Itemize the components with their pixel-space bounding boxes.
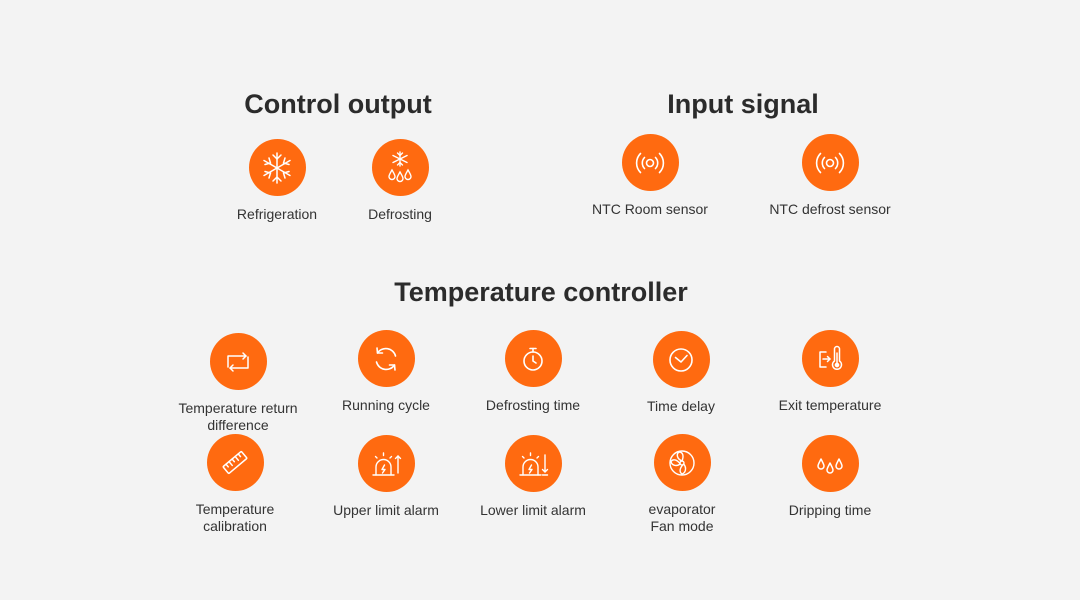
feature-label: Dripping time (788, 502, 872, 518)
defrost-icon (371, 139, 429, 196)
droplets-icon (801, 435, 859, 492)
feature-ntc-room-sensor: NTC Room sensor (575, 134, 725, 218)
feature-defrosting: Defrosting (325, 139, 475, 223)
feature-label: Exit temperature (778, 397, 882, 413)
input-signal-heading: Input signal (667, 89, 819, 119)
feature-exit-temperature: Exit temperature (755, 330, 905, 414)
stopwatch-icon (504, 330, 562, 387)
snowflake-icon (248, 139, 306, 196)
feature-label: NTC Room sensor (592, 201, 708, 217)
feature-label: Defrosting time (485, 397, 581, 413)
feature-dripping-time: Dripping time (755, 435, 905, 519)
feature-label: Temperature calibration (195, 501, 275, 534)
feature-temperature-calibration: Temperature calibration (160, 434, 310, 535)
feature-label: Running cycle (342, 397, 430, 413)
exit-thermometer-icon (801, 330, 859, 387)
sensor-signal-icon (621, 134, 679, 191)
feature-lower-limit-alarm: Lower limit alarm (458, 435, 608, 519)
feature-label: Time delay (647, 398, 715, 414)
feature-ntc-defrost-sensor: NTC defrost sensor (755, 134, 905, 218)
temperature-controller-heading: Temperature controller (394, 277, 688, 307)
sensor-signal-icon (801, 134, 859, 191)
return-difference-icon (209, 333, 267, 390)
feature-time-delay: Time delay (606, 331, 756, 415)
feature-upper-limit-alarm: Upper limit alarm (311, 435, 461, 519)
feature-label: Refrigeration (236, 206, 318, 222)
clock-icon (652, 331, 710, 388)
feature-label: Lower limit alarm (480, 502, 586, 518)
control-output-heading: Control output (244, 89, 432, 119)
feature-label: Upper limit alarm (333, 502, 439, 518)
ruler-icon (206, 434, 264, 491)
alarm-up-icon (357, 435, 415, 492)
feature-label: evaporator Fan mode (648, 501, 716, 534)
feature-label: Defrosting (368, 206, 432, 222)
feature-temperature-return-difference: Temperature return difference (163, 333, 313, 434)
feature-defrosting-time: Defrosting time (458, 330, 608, 414)
feature-running-cycle: Running cycle (311, 330, 461, 414)
feature-label: Temperature return difference (178, 400, 298, 433)
feature-refrigeration: Refrigeration (202, 139, 352, 223)
feature-evaporator-fan-mode: evaporator Fan mode (607, 434, 757, 535)
alarm-down-icon (504, 435, 562, 492)
cycle-icon (357, 330, 415, 387)
fan-icon (653, 434, 711, 491)
feature-label: NTC defrost sensor (769, 201, 891, 217)
